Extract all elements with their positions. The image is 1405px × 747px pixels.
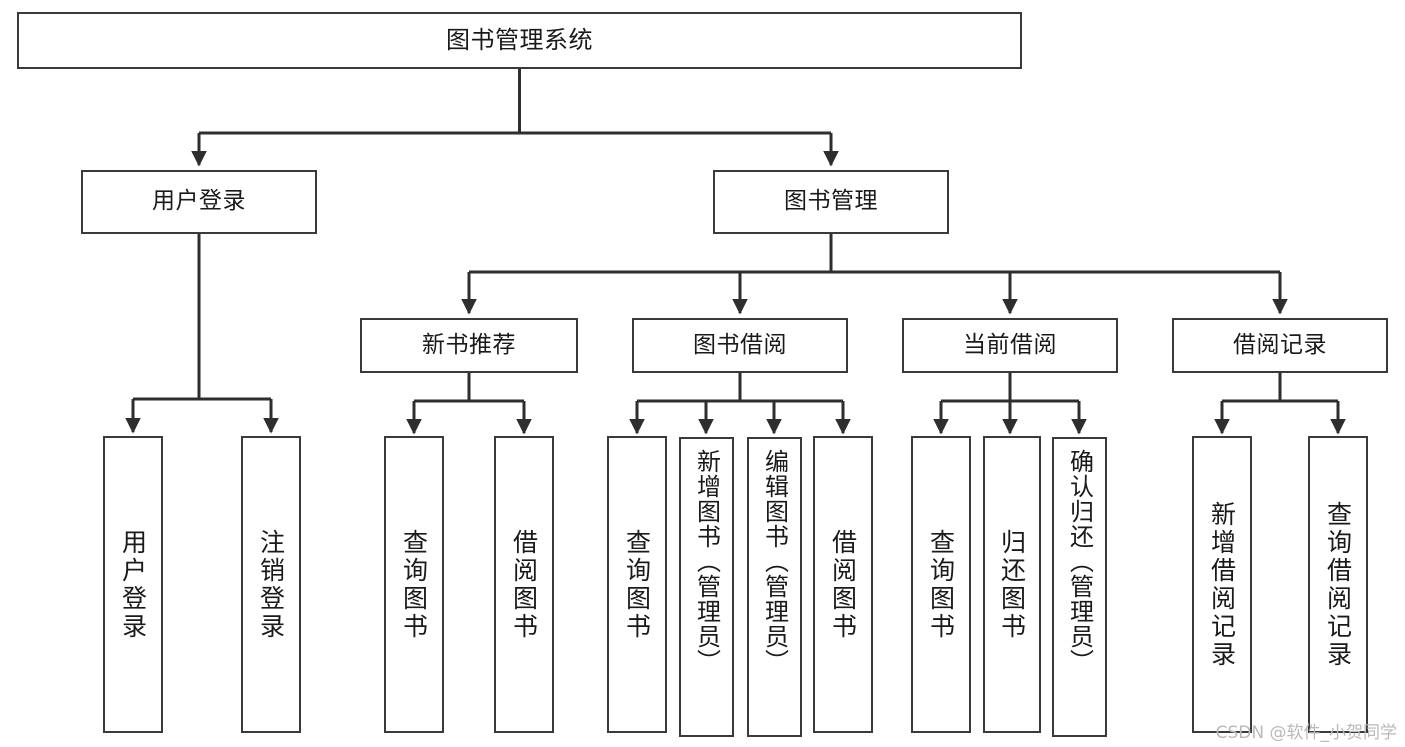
node-label: 新书推荐 — [422, 331, 516, 358]
node-label: 图书借阅 — [693, 331, 787, 358]
node-new-book-recommend[interactable]: 新书推荐 — [360, 318, 578, 373]
node-leaf-edit-book-admin[interactable]: 编辑图书（管理员） — [747, 437, 802, 737]
node-leaf-query-book-recommend[interactable]: 查询图书 — [384, 436, 444, 733]
node-book-borrow[interactable]: 图书借阅 — [632, 318, 848, 373]
node-leaf-query-book-borrow[interactable]: 查询图书 — [607, 436, 667, 733]
node-label: 查询图书 — [926, 528, 956, 641]
node-label: 编辑图书（管理员） — [760, 449, 789, 674]
node-leaf-borrow-book-recommend[interactable]: 借阅图书 — [494, 436, 554, 733]
node-leaf-add-book-admin[interactable]: 新增图书（管理员） — [679, 437, 734, 737]
node-label: 借阅图书 — [828, 528, 858, 641]
node-label: 归还图书 — [997, 528, 1027, 641]
node-leaf-add-borrow-record[interactable]: 新增借阅记录 — [1192, 436, 1252, 733]
node-label: 用户登录 — [152, 188, 246, 215]
node-label: 查询图书 — [399, 528, 429, 641]
node-label: 查询图书 — [622, 528, 652, 641]
node-leaf-user-login[interactable]: 用户登录 — [103, 436, 163, 733]
node-borrow-record[interactable]: 借阅记录 — [1172, 318, 1388, 373]
node-label: 图书管理 — [784, 188, 878, 215]
node-label: 用户登录 — [118, 528, 148, 641]
node-label: 新增借阅记录 — [1207, 500, 1237, 669]
node-label: 借阅记录 — [1233, 331, 1327, 358]
node-leaf-return-book[interactable]: 归还图书 — [983, 436, 1041, 733]
node-label: 图书管理系统 — [446, 26, 593, 55]
node-label: 当前借阅 — [963, 331, 1057, 358]
node-leaf-query-borrow-record[interactable]: 查询借阅记录 — [1308, 436, 1368, 733]
node-leaf-logout[interactable]: 注销登录 — [241, 436, 301, 733]
node-current-borrow[interactable]: 当前借阅 — [902, 318, 1118, 373]
node-book-management[interactable]: 图书管理 — [713, 170, 949, 234]
watermark: CSDN @软件_小贺同学 — [1215, 723, 1397, 743]
node-label: 借阅图书 — [509, 528, 539, 641]
node-label: 确认归还（管理员） — [1065, 449, 1094, 674]
node-leaf-confirm-return-admin[interactable]: 确认归还（管理员） — [1052, 437, 1107, 737]
node-label: 查询借阅记录 — [1323, 500, 1353, 669]
node-leaf-borrow-book[interactable]: 借阅图书 — [813, 436, 873, 733]
node-user-login[interactable]: 用户登录 — [81, 170, 317, 234]
node-root-system[interactable]: 图书管理系统 — [17, 12, 1022, 69]
node-label: 注销登录 — [256, 528, 286, 641]
node-label: 新增图书（管理员） — [692, 449, 721, 674]
node-leaf-query-book-current[interactable]: 查询图书 — [911, 436, 971, 733]
